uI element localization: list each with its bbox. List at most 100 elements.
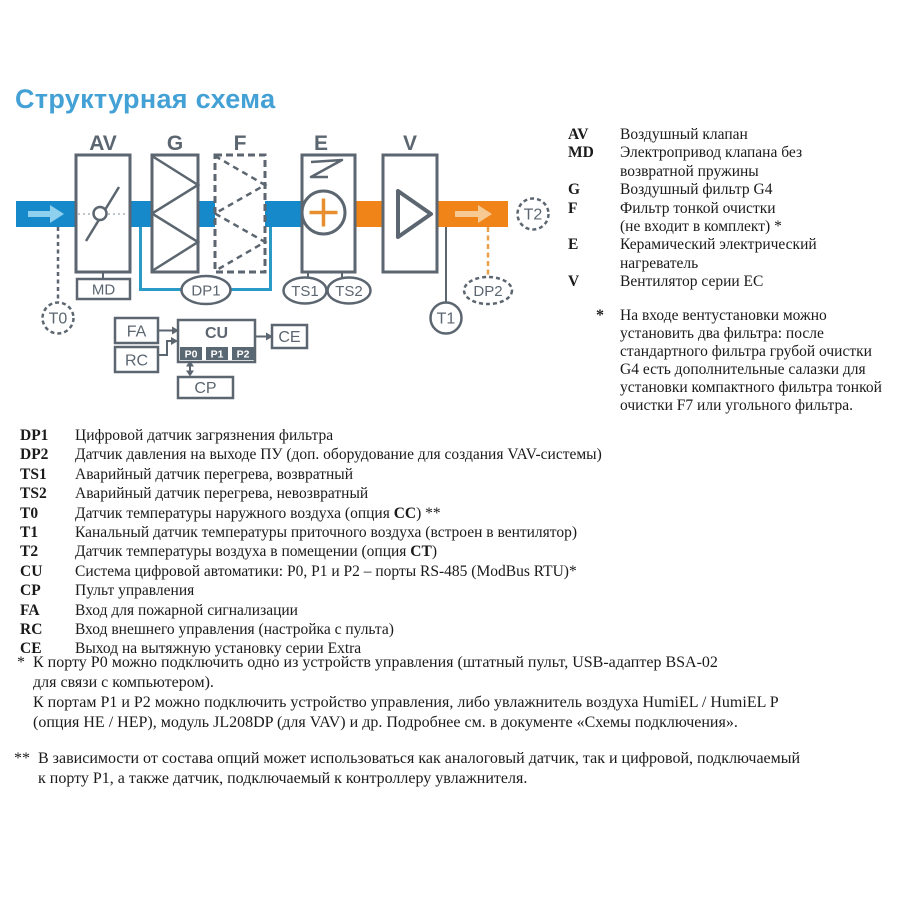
label-ts1: TS1	[291, 283, 319, 300]
arrow-cu-ce-icon	[266, 332, 273, 341]
abbr-desc: Вход внешнего управления (настройка с пу…	[75, 620, 394, 638]
abbr-item: TS2 Аварийный датчик перегрева, невозврат…	[20, 485, 890, 504]
footnote-star: * К порту P0 можно подключить одно из ус…	[17, 653, 892, 733]
arrow-rc-cu-icon	[171, 337, 178, 345]
abbr-term: RC	[20, 620, 43, 638]
abbr-term: T1	[20, 523, 39, 541]
abbr-term: TS1	[20, 465, 47, 483]
abbr-term: TS2	[20, 485, 47, 503]
label-dp1: DP1	[191, 283, 220, 300]
abbr-item: FA Вход для пожарной сигнализации	[20, 602, 890, 621]
label-cu: CU	[205, 325, 228, 342]
footnote-marker: **	[14, 750, 30, 767]
fan-triangle-icon	[396, 189, 433, 239]
air-valve-box	[74, 153, 132, 274]
legend-desc: Воздушный клапан	[620, 126, 748, 143]
label-dp2: DP2	[473, 283, 502, 300]
abbr-desc: Датчик температуры воздуха в помещении (…	[75, 543, 438, 561]
sensor-ts1: TS1	[282, 276, 328, 305]
footnote-text: К порту P0 можно подключить одно из устр…	[33, 654, 779, 731]
sensor-t1: T1	[429, 227, 463, 335]
abbr-desc: Датчик температуры наружного воздуха (оп…	[75, 504, 441, 522]
damper-actuator-md: MD	[75, 272, 132, 301]
footnote-text: В зависимости от состава опций может исп…	[38, 750, 801, 787]
footnote-marker: *	[17, 654, 25, 671]
abbr-term: CP	[20, 582, 41, 600]
label-p1: P1	[211, 349, 224, 361]
filter-fine-box	[212, 153, 268, 274]
fan-box	[381, 153, 439, 274]
label-md: MD	[92, 282, 115, 299]
abbr-desc: Выход на вытяжную установку серии Extra	[75, 640, 362, 658]
abbr-term: DP1	[20, 427, 49, 444]
abbr-item: DP2 Датчик давления на выходе ПУ (доп. об…	[20, 446, 890, 465]
abbr-term: FA	[20, 601, 40, 619]
label-g: G	[167, 132, 183, 155]
abbr-item: CE Выход на вытяжную установку серии Extr…	[20, 640, 890, 659]
label-t0: T0	[49, 311, 68, 328]
abbr-term: CU	[20, 562, 43, 580]
legend-desc: Фильтр тонкой очистки (не входит в компл…	[620, 199, 782, 236]
airflow-arrow-out-icon	[455, 205, 492, 223]
abbr-item: T2 Датчик температуры воздуха в помещении…	[20, 543, 890, 562]
abbr-desc: Аварийный датчик перегрева, невозвратный	[75, 485, 369, 503]
sensor-ts2: TS2	[326, 276, 372, 305]
airflow-arrow-in-icon	[28, 205, 64, 223]
legend-item: G Воздушный фильтр G4	[568, 181, 898, 199]
abbr-term: T2	[20, 543, 39, 561]
label-cp: CP	[194, 380, 216, 397]
page-title: Структурная схема	[15, 84, 276, 114]
sensor-t2: T2	[516, 197, 550, 231]
label-ce: CE	[278, 329, 300, 346]
arrow-cp-down-icon	[186, 370, 194, 377]
footnote-double-star: ** В зависимости от состава опций может …	[14, 749, 894, 789]
arrow-cp-up-icon	[186, 360, 194, 367]
port-p1-box	[206, 347, 228, 360]
label-v: V	[403, 132, 417, 155]
abbr-item: CP Пульт управления	[20, 582, 890, 601]
abbr-item: RC Вход внешнего управления (настройка с …	[20, 621, 890, 640]
label-fa: FA	[127, 324, 147, 341]
legend-desc: Электропривод клапана без возвратной пру…	[620, 144, 803, 180]
abbr-term: DP2	[20, 446, 49, 464]
arrow-fa-cu-icon	[172, 326, 179, 335]
abbr-term: T0	[20, 504, 39, 522]
port-p2-box	[232, 347, 254, 360]
control-unit-cluster: FA RC CU CE CP P0 P1 P2	[113, 316, 309, 400]
label-t1: T1	[437, 311, 456, 328]
heater-box	[300, 153, 357, 278]
cp-box	[176, 375, 235, 400]
label-t2: T2	[524, 207, 543, 224]
abbreviation-list: DP1 Цифровой датчик загрязнения фильтра D…	[20, 427, 890, 660]
heater-element-icon	[309, 158, 344, 179]
abbr-desc: Вход для пожарной сигнализации	[75, 601, 298, 619]
abbr-desc: Пульт управления	[75, 582, 195, 600]
label-e: E	[314, 132, 328, 155]
legend-term: G	[568, 181, 581, 199]
legend-item: F Фильтр тонкой очистки (не входит в комп…	[568, 200, 898, 237]
heater-plus-icon	[309, 198, 338, 227]
legend-term: F	[568, 199, 578, 217]
abbr-desc: Цифровой датчик загрязнения фильтра	[75, 427, 334, 444]
filter-note: * На входе вентустановки можно установит…	[596, 307, 896, 415]
label-ts2: TS2	[335, 283, 363, 300]
legend-desc: Керамический электрический нагреватель	[620, 236, 817, 272]
abbr-term: CE	[20, 640, 42, 658]
note-text: На входе вентустановки можно установить …	[620, 307, 882, 414]
legend-term: E	[568, 236, 579, 254]
legend-desc: Вентилятор серии EC	[620, 273, 764, 291]
sensor-dp2: DP2	[462, 227, 514, 306]
structural-diagram: AV G F E V MD DP1 TS1 TS2 T0	[16, 132, 550, 400]
legend-desc: Воздушный фильтр G4	[620, 181, 773, 199]
sensor-dp1: DP1	[180, 274, 232, 306]
rc-box	[113, 345, 160, 374]
note-marker: *	[596, 307, 604, 324]
abbr-desc: Датчик давления на выходе ПУ (доп. обору…	[75, 446, 602, 464]
legend-term: V	[568, 273, 580, 291]
label-rc: RC	[125, 353, 148, 370]
